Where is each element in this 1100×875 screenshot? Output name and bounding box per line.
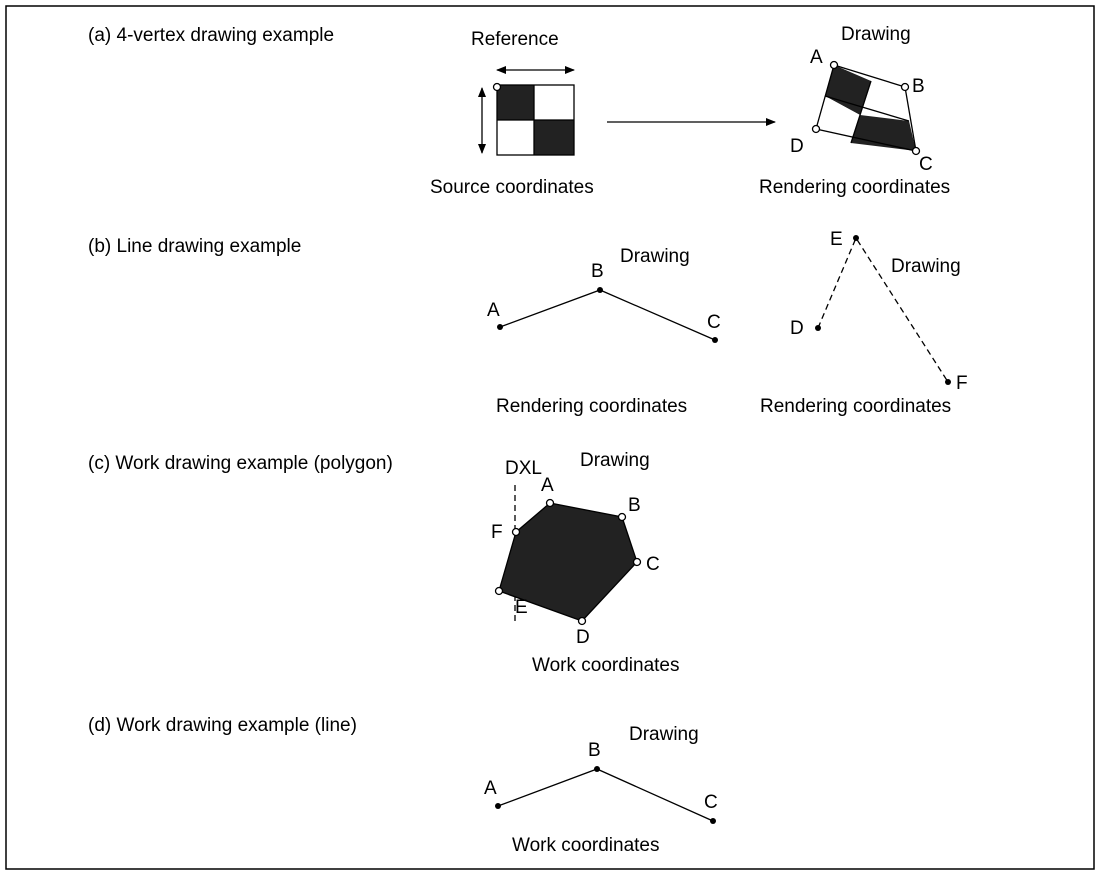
point-label-d: D — [790, 318, 804, 339]
vertex-label-b: B — [912, 76, 925, 97]
section-b: (b) Line drawing example A B C Drawing R… — [88, 229, 968, 417]
label-drawing-b1: Drawing — [620, 246, 690, 267]
point-label-a: A — [487, 300, 500, 321]
work-polyline-abc — [495, 766, 716, 824]
heading-a: (a) 4-vertex drawing example — [88, 25, 334, 46]
label-drawing-c: Drawing — [580, 450, 650, 471]
label-rendering-coordinates-b1: Rendering coordinates — [496, 396, 687, 417]
vertex-label-c: C — [919, 154, 933, 175]
vertex-label-a: A — [810, 47, 823, 68]
label-rendering-coordinates-b2: Rendering coordinates — [760, 396, 951, 417]
point-label-e: E — [830, 229, 843, 250]
work-polygon — [494, 498, 642, 626]
polygon-label-a: A — [541, 475, 554, 496]
label-work-coordinates-d: Work coordinates — [512, 835, 660, 856]
heading-b: (b) Line drawing example — [88, 236, 301, 257]
label-drawing-b2: Drawing — [891, 256, 961, 277]
polyline-abc — [497, 287, 718, 343]
heading-c: (c) Work drawing example (polygon) — [88, 453, 393, 474]
source-origin-point — [492, 82, 502, 92]
section-d: (d) Work drawing example (line) A B C Dr… — [88, 715, 718, 856]
polygon-label-c: C — [646, 554, 660, 575]
point-label-f: F — [956, 373, 968, 394]
work-point-label-c: C — [704, 792, 718, 813]
polygon-label-e: E — [515, 597, 528, 618]
source-checkerboard — [492, 82, 575, 156]
vertex-label-d: D — [790, 136, 804, 157]
work-point-label-a: A — [484, 778, 497, 799]
label-drawing-d: Drawing — [629, 724, 699, 745]
dashed-polyline-def — [815, 235, 951, 385]
figure-border — [5, 5, 1095, 870]
label-drawing-a: Drawing — [841, 24, 911, 45]
section-c: (c) Work drawing example (polygon) DXL D… — [88, 450, 680, 676]
label-source-coordinates: Source coordinates — [430, 177, 594, 198]
rendered-quad — [811, 60, 921, 156]
label-rendering-coordinates-a: Rendering coordinates — [759, 177, 950, 198]
polygon-label-f: F — [491, 522, 503, 543]
section-a: (a) 4-vertex drawing example Reference S… — [88, 24, 950, 198]
label-reference: Reference — [471, 29, 559, 50]
point-label-b: B — [591, 261, 604, 282]
work-point-label-b: B — [588, 740, 601, 761]
label-work-coordinates-c: Work coordinates — [532, 655, 680, 676]
heading-d: (d) Work drawing example (line) — [88, 715, 357, 736]
polygon-label-b: B — [628, 495, 641, 516]
label-dxl: DXL — [505, 458, 542, 479]
polygon-label-d: D — [576, 627, 590, 648]
point-label-c: C — [707, 312, 721, 333]
